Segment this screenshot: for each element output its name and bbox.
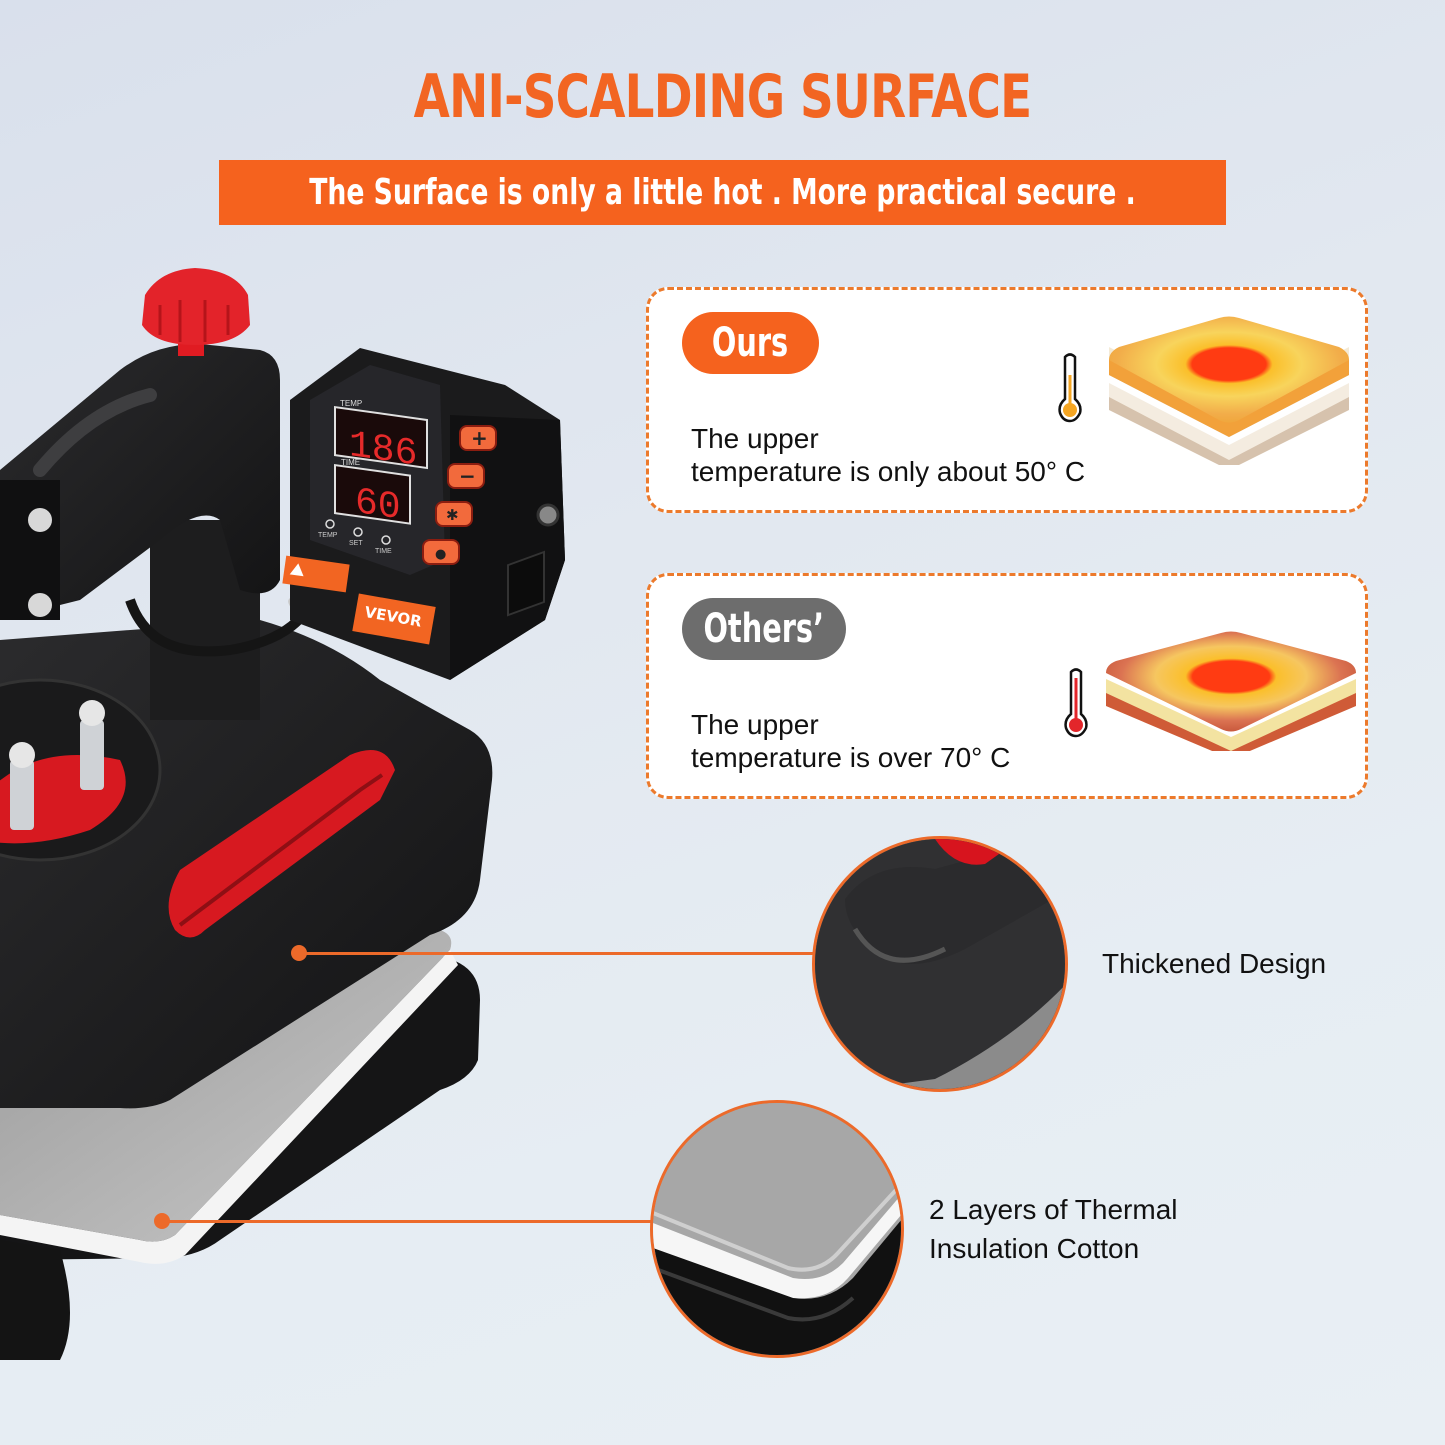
zoom-circle-thickened <box>812 836 1068 1092</box>
comparison-others: Others’ The upper temperature is over 70… <box>646 573 1368 799</box>
feature-label-thickened: Thickened Design <box>1102 948 1327 979</box>
minus-button: − <box>447 463 485 489</box>
subtitle-banner: The Surface is only a little hot . More … <box>219 160 1226 225</box>
insulation-layers-closeup <box>653 1103 901 1355</box>
ours-description: The upper temperature is only about 50° … <box>691 423 1086 487</box>
mode-button: ● <box>422 539 460 565</box>
comparison-ours: Ours The upper temperature is only about… <box>646 287 1368 513</box>
ours-badge: Ours <box>682 312 819 374</box>
thickened-edge-closeup <box>815 839 1065 1089</box>
time-value: 60 <box>355 481 401 530</box>
svg-text:−: − <box>459 464 476 488</box>
svg-text:TIME: TIME <box>375 548 392 555</box>
time-label: TIME <box>341 458 360 467</box>
feature-label-insulation: 2 Layers of Thermal Insulation Cotton <box>929 1194 1178 1264</box>
subtitle-text: The Surface is only a little hot . More … <box>309 172 1136 213</box>
plus-button: + <box>459 425 497 451</box>
svg-text:●: ● <box>435 547 446 562</box>
heat-layers-ours-illustration <box>1109 316 1349 465</box>
temp-display <box>334 405 428 470</box>
callout-line-thickened <box>299 952 815 955</box>
others-description: The upper temperature is over 70° C <box>691 709 1011 773</box>
others-badge: Others’ <box>682 598 846 660</box>
svg-text:TEMP: TEMP <box>318 532 338 539</box>
zoom-circle-insulation <box>650 1100 904 1358</box>
page-title: ANI-SCALDING SURFACE <box>413 62 1033 132</box>
heat-press-product-image: TEMP 186 TIME 60 TEMP SET TIME + − ✱ ● V… <box>0 268 565 1360</box>
thermometer-high-icon <box>1064 668 1088 738</box>
svg-text:+: + <box>471 426 488 450</box>
callout-line-insulation <box>162 1220 652 1223</box>
svg-text:✱: ✱ <box>446 506 459 524</box>
temp-label: TEMP <box>340 399 362 408</box>
heat-layers-others-illustration <box>1106 631 1356 751</box>
thermometer-low-icon <box>1058 353 1082 423</box>
svg-text:SET: SET <box>349 540 363 547</box>
setup-button: ✱ <box>435 501 473 527</box>
